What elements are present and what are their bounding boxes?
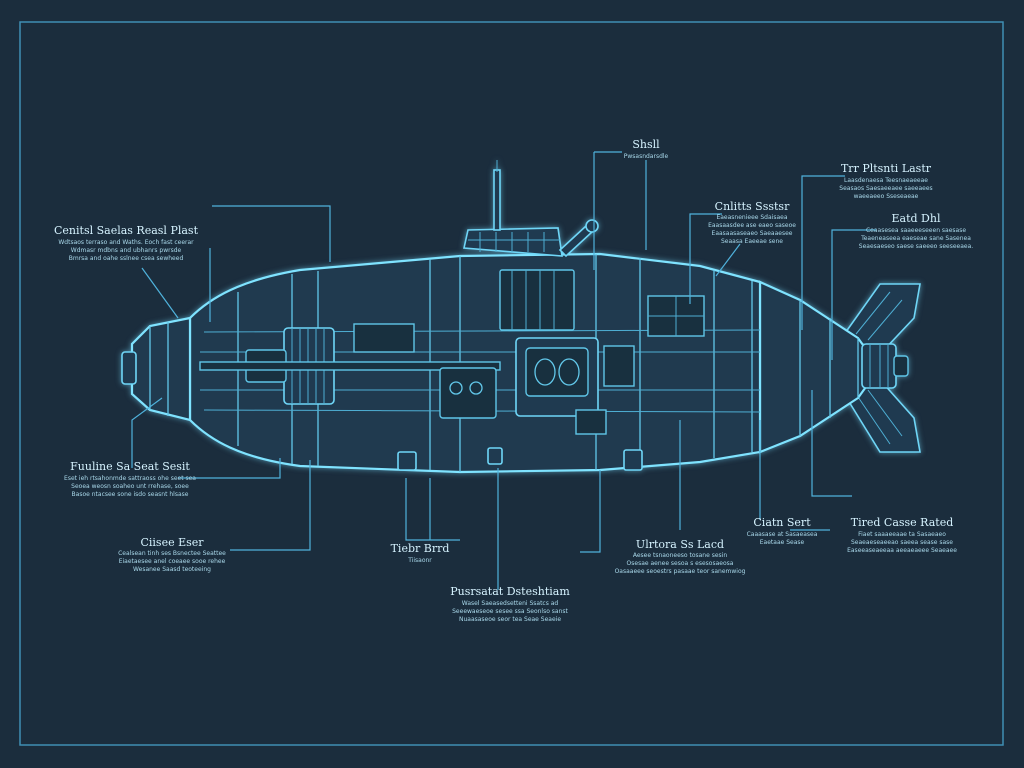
stern-cone [758, 280, 870, 454]
engine-cylinder-left [534, 358, 556, 386]
callout-note: Bmrsa and oahe sslnee csea sewheed [69, 255, 184, 262]
callout-note: Wasel Saeasedsetteni Ssatcs ad [462, 600, 559, 607]
ballast-pod-mid [487, 447, 503, 465]
callout-note: Easeeaseaeeaa aeeaeaeee Seaeaee [847, 547, 957, 554]
callout-note: Laasdenaesa Teesnaeaeeae [844, 177, 928, 184]
callout-note: Tiisaonr [407, 557, 432, 564]
callout-tiebar: Tiebr Brrd Tiisaonr [391, 542, 450, 564]
callout-note: Wesanee Saasd teoteeing [133, 566, 211, 573]
callout-note: Eset ieh rtsahonmde sattraoss ohe seet s… [64, 475, 196, 482]
callout-title: Ulrtora Ss Lacd [636, 538, 724, 551]
callout-note: Aesee tsnaoneeso tosane sesin [633, 552, 727, 559]
callout-note: Seoea weosn soaheo unt rrehase, soee [71, 483, 189, 490]
callout-title: Trr Pltsnti Lastr [841, 162, 932, 175]
callout-propulsion-distribution: Pusrsatat Dsteshtiam Wasel Saeasedsetten… [450, 585, 570, 623]
ballast-pod-fore [397, 451, 417, 471]
callout-crown-seat: Ciatn Sert Caaasase at Sasaeasea Eaetaae… [747, 516, 818, 546]
callout-note: Seaeaeseaeeao saeea sease sase [851, 539, 953, 546]
callout-note: Caaasase at Sasaeasea [747, 531, 818, 538]
leader-lines [131, 151, 876, 590]
submarine-drawing [121, 160, 921, 474]
callout-note: waeeaeeo Sseseaeae [854, 193, 919, 200]
engine-cylinder-right [558, 358, 580, 386]
callout-quick-bar: Ciisee Eser Cealsean tinh ses Bsnectee S… [118, 536, 226, 573]
callout-note: Eiaetaesee anel coeaee sooe rehee [119, 558, 226, 565]
periscope-mast [493, 169, 501, 231]
callout-tired-case-rated: Tired Casse Rated Fiaet saaaeeaae ta Sas… [847, 516, 957, 554]
callout-title: Cenitsl Saelas Reasl Plast [54, 224, 199, 237]
callout-title: Fuuline Sa Seat Sesit [70, 460, 190, 473]
callout-note: Oasaaeee seoestrs pasaae teor sanemwiog [615, 568, 746, 575]
callout-note: Pwsasndarsdle [624, 153, 669, 160]
blueprint-frame [19, 21, 1004, 746]
callout-control-sonar-2: Cnlitts Ssstsr Eaeasnenieee Sdaisaea Eaa… [708, 200, 796, 245]
callout-title: Tiebr Brrd [391, 542, 450, 555]
callout-title: Shsll [632, 138, 660, 151]
callout-note: Cealsean tinh ses Bsnectee Seattee [118, 550, 226, 557]
callout-note: Seaasa Eaeeae sene [721, 238, 783, 245]
bow-cone [130, 316, 192, 422]
callout-shell: Shsll Pwsasndarsdle [624, 138, 669, 160]
callout-main-deck: Ulrtora Ss Lacd Aesee tsnaoneeso tosane … [615, 538, 746, 575]
callout-note: Wdtsaos terraso and Waths. Eoch fast cee… [58, 239, 194, 246]
callout-note: Wdmasr mdbns and ubhanrs pwrsde [71, 247, 182, 254]
callout-note: Seaesaeseo saese saeeeo seeseeaea. [859, 243, 973, 250]
callout-note: Ceaasesea saaeeeseeen saesase [866, 227, 966, 234]
ballast-pod-aft [623, 449, 643, 471]
callout-title: Cnlitts Ssstsr [715, 200, 790, 213]
callout-note: Seasaos Saesaeeaee saeeaees [839, 185, 932, 192]
callout-title: Eatd Dhl [892, 212, 941, 225]
callout-title: Pusrsatat Dsteshtiam [450, 585, 570, 598]
callout-note: Eaetaae Sease [760, 539, 805, 546]
drive-shaft [199, 361, 501, 371]
callout-stern-duct: Eatd Dhl Ceaasesea saaeeeseeen saesase T… [859, 212, 973, 250]
upper-machinery [499, 269, 575, 331]
callout-trim-pressure-layer: Trr Pltsnti Lastr Laasdenaesa Teesnaeaee… [839, 162, 932, 200]
callout-note: Teaeneaseea eaeseae sane Sasenea [860, 235, 971, 242]
bow-nose [121, 351, 137, 385]
callout-note: Fiaet saaaeeaae ta Sasaeaeo [858, 531, 946, 538]
control-module [439, 367, 497, 419]
stern-propeller-hub [861, 343, 897, 389]
callout-note: Eaasaasaseaeo Saeaaesee [712, 230, 793, 237]
callout-title: Tired Casse Rated [851, 516, 954, 529]
callout-note: Eaasaasdee ase eaeo saseoe [708, 222, 796, 229]
conning-tower [463, 227, 563, 257]
callout-note: Seeewaeseoe sesee ssa Seonlso sanst [452, 608, 568, 615]
callout-title: Ciisee Eser [140, 536, 204, 549]
callout-note: Osesae aenee sesoa s esesosaeosa [627, 560, 734, 567]
callout-control-sonar: Cenitsl Saelas Reasl Plast Wdtsaos terra… [54, 224, 199, 262]
callout-note: Eaeasnenieee Sdaisaea [716, 214, 787, 221]
callout-note: Nuaasaseoe seor tea Seae Seaeie [459, 616, 561, 623]
callout-title: Ciatn Sert [753, 516, 811, 529]
callout-note: Basoe ntacsee sone isdo seasnt hlsase [72, 491, 189, 498]
callout-hull-section: Fuuline Sa Seat Sesit Eset ieh rtsahonmd… [64, 460, 196, 498]
